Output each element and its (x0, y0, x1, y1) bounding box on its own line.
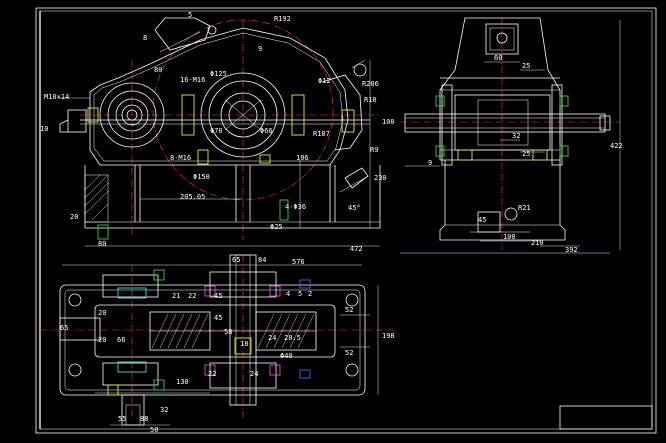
drawing-frame (35, 7, 657, 434)
top-view: 576 65 84 22 21 45 4 5 2 52 52 198 20 20… (40, 254, 395, 434)
top-label-58: 58 (224, 328, 232, 336)
side-label-210: 210 (531, 239, 544, 247)
label-r10: R10 (364, 96, 377, 104)
label-472: 472 (350, 245, 363, 253)
label-9: 9 (258, 45, 262, 53)
top-label-22b: 22 (208, 370, 216, 378)
pitch-circle (152, 19, 334, 201)
housing-outline (89, 27, 349, 166)
label-phi25: Φ25 (270, 223, 283, 231)
side-label-60: 60 (494, 54, 502, 62)
top-label-5: 5 (298, 290, 302, 298)
top-label-21: 21 (172, 292, 180, 300)
top-label-65: 65 (232, 256, 240, 264)
label-phi66: Φ66 (260, 127, 273, 135)
side-label-392: 392 (565, 246, 578, 254)
top-label-50: 50 (150, 426, 158, 434)
top-label-32: 32 (160, 406, 168, 414)
side-label-25b: 25 (522, 150, 530, 158)
top-label-4: 4 (286, 290, 290, 298)
label-20: 20 (70, 213, 78, 221)
label-45deg: 45° (348, 204, 361, 212)
label-phi12: Φ12 (318, 77, 331, 85)
side-label-9: 9 (428, 159, 432, 167)
side-label-45: 45 (478, 216, 486, 224)
label-10: 10 (40, 125, 48, 133)
side-label-25a: 25 (522, 62, 530, 70)
label-r206: R206 (362, 80, 379, 88)
top-label-52b: 52 (345, 349, 353, 357)
top-label-198: 198 (382, 332, 395, 340)
top-label-20b: 20 (98, 336, 106, 344)
top-label-28-5: 28.5 (284, 334, 301, 342)
label-r192: R192 (274, 15, 291, 23)
label-r9: R9 (370, 146, 378, 154)
label-8: 8 (143, 34, 147, 42)
top-label-45b: 45 (214, 314, 222, 322)
top-label-55: 55 (118, 415, 126, 423)
label-phi125: Φ125 (210, 70, 227, 78)
top-label-88: 88 (140, 415, 148, 423)
label-8-m16: 8-M16 (170, 154, 191, 162)
label-phi70: Φ70 (210, 127, 223, 135)
label-230: 230 (374, 174, 387, 182)
label-phi150: Φ150 (193, 173, 210, 181)
label-r187: R187 (313, 130, 330, 138)
top-label-20a: 20 (98, 309, 106, 317)
top-label-24: 24 (268, 334, 276, 342)
label-m10x14: M10×14 (44, 93, 69, 101)
title-block (559, 405, 653, 430)
top-label-65b: 65 (60, 324, 68, 332)
label-100: 100 (382, 118, 395, 126)
label-4-phi36: 4-Φ36 (285, 203, 306, 211)
side-label-100: 100 (503, 233, 516, 241)
side-view: 60 25 32 25 9 422 45 R21 100 210 392 (400, 17, 623, 254)
label-106: 106 (296, 154, 309, 162)
side-label-r21: R21 (518, 204, 531, 212)
side-label-422: 422 (610, 142, 623, 150)
label-80: 80 (154, 66, 162, 74)
side-label-32: 32 (512, 132, 520, 140)
top-label-84: 84 (258, 256, 266, 264)
label-205: 205.05 (180, 193, 205, 201)
top-label-24b: 24 (250, 370, 258, 378)
top-label-18: 18 (240, 340, 248, 348)
label-80b: 80 (98, 240, 106, 248)
front-view: R192 R206 R10 R9 R187 M10×14 16-M16 Φ125… (40, 11, 395, 253)
top-label-576: 576 (292, 258, 305, 266)
top-label-130: 130 (176, 378, 189, 386)
label-5: 5 (188, 11, 192, 19)
top-label-45: 45 (214, 292, 222, 300)
top-label-52a: 52 (345, 306, 353, 314)
top-label-phi40: Φ40 (280, 352, 293, 360)
top-label-2: 2 (308, 290, 312, 298)
top-label-22: 22 (188, 292, 196, 300)
top-label-66: 66 (117, 336, 125, 344)
label-16-m16: 16-M16 (180, 76, 205, 84)
